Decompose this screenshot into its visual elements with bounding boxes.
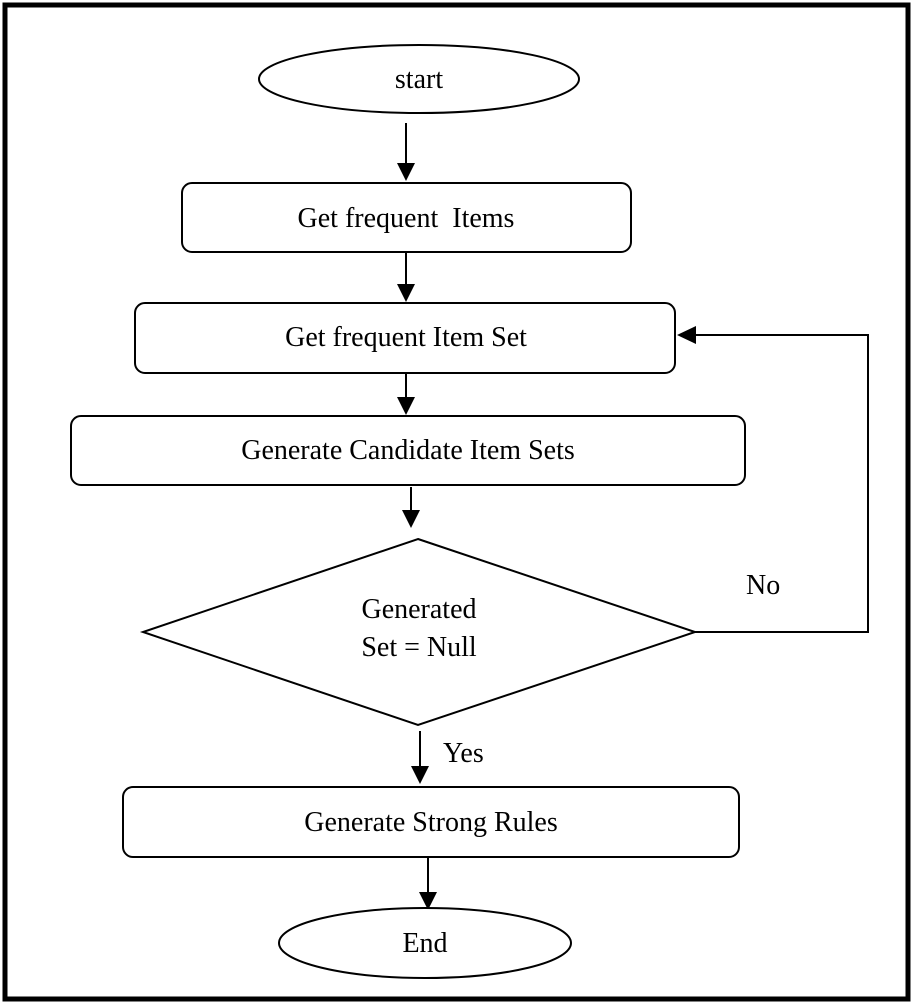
get-frequent-items-label: Get frequent Items bbox=[298, 203, 515, 234]
start-label: start bbox=[395, 64, 443, 95]
generate-strong-rules-node: Generate Strong Rules bbox=[122, 786, 740, 858]
end-label: End bbox=[402, 928, 447, 959]
yes-edge-label: Yes bbox=[443, 738, 484, 769]
no-edge-label: No bbox=[746, 570, 780, 601]
start-ellipse bbox=[258, 44, 580, 114]
decision-node: Generated Set = Null bbox=[139, 537, 699, 727]
get-frequent-items-node: Get frequent Items bbox=[181, 182, 632, 253]
decision-diamond bbox=[139, 537, 699, 727]
end-ellipse bbox=[278, 907, 572, 979]
generate-candidate-item-sets-box bbox=[70, 415, 746, 486]
start-node: start bbox=[258, 44, 580, 114]
decision-label-line2: Set = Null bbox=[361, 632, 477, 663]
generate-strong-rules-label: Generate Strong Rules bbox=[304, 807, 558, 838]
arrowhead-no-loop bbox=[677, 326, 696, 344]
arrowhead-rules-to-end bbox=[419, 892, 437, 910]
generate-strong-rules-box bbox=[122, 786, 740, 858]
get-frequent-item-set-label: Get frequent Item Set bbox=[285, 322, 527, 353]
arrowhead-start-to-items bbox=[397, 163, 415, 181]
arrowhead-itemset-to-candidate bbox=[397, 397, 415, 415]
arrowhead-items-to-itemset bbox=[397, 284, 415, 302]
get-frequent-item-set-node: Get frequent Item Set bbox=[134, 302, 676, 374]
generate-candidate-item-sets-node: Generate Candidate Item Sets bbox=[70, 415, 746, 486]
generate-candidate-item-sets-label: Generate Candidate Item Sets bbox=[241, 435, 575, 466]
no-loop-connector bbox=[694, 334, 869, 633]
decision-label-line1: Generated bbox=[361, 594, 476, 625]
end-node: End bbox=[278, 907, 572, 979]
arrowhead-decision-to-rules bbox=[411, 766, 429, 784]
arrowhead-candidate-to-decision bbox=[402, 510, 420, 528]
